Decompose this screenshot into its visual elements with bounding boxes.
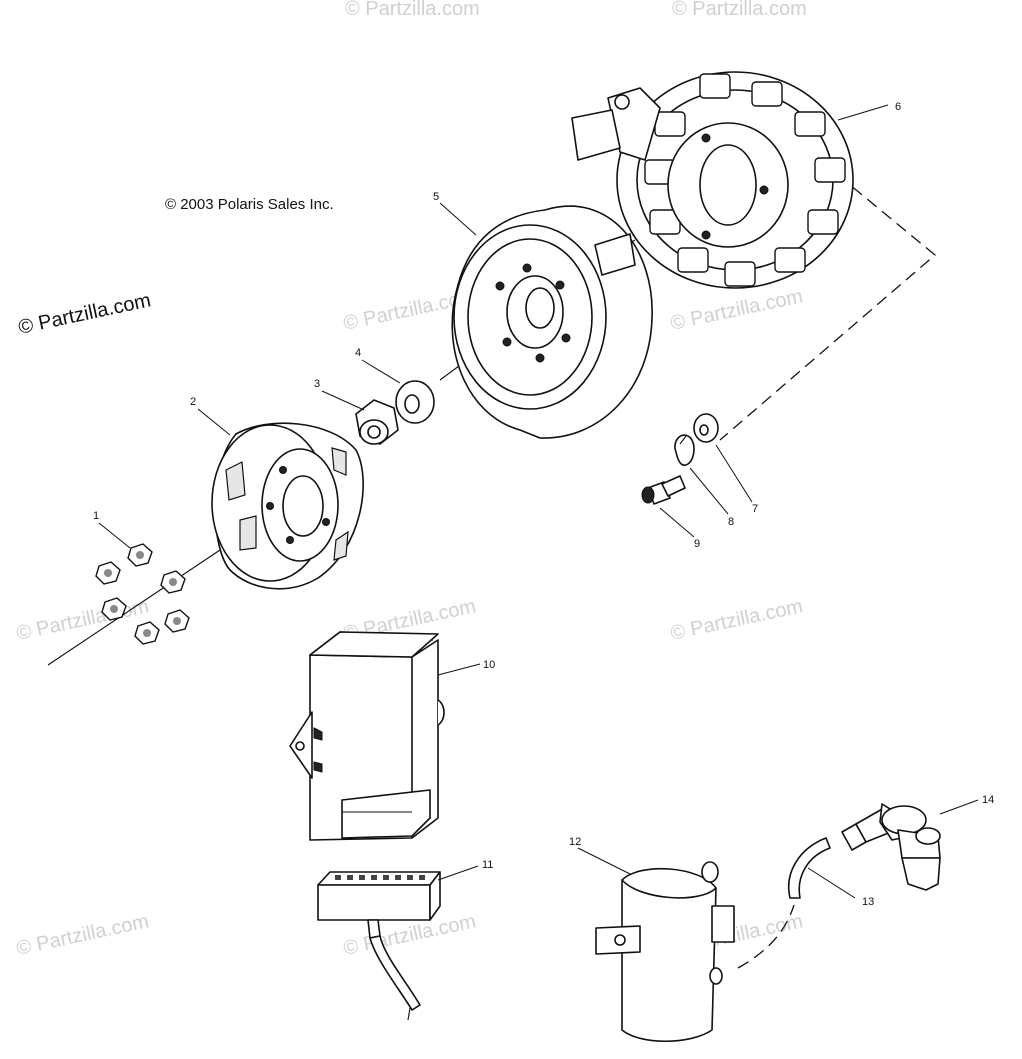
callout-3: 3 xyxy=(314,378,320,390)
lock-washer xyxy=(674,434,695,467)
watermark: © Partzilla.com xyxy=(345,0,480,20)
leader-line xyxy=(689,467,729,515)
watermark: © Partzilla.com xyxy=(668,285,804,335)
leader-line xyxy=(837,104,889,121)
watermark: © Partzilla.com xyxy=(672,0,807,20)
cdi-module xyxy=(289,631,445,841)
callout-9: 9 xyxy=(694,538,700,550)
watermark: © Partzilla.com xyxy=(668,595,804,645)
leader-line xyxy=(197,408,231,436)
spark-plug-cap xyxy=(841,803,941,891)
bolts xyxy=(95,543,190,645)
callout-10: 10 xyxy=(483,659,495,671)
washer xyxy=(395,380,435,424)
stator xyxy=(571,71,854,289)
starter-cup xyxy=(211,422,364,590)
leader-line xyxy=(321,390,365,411)
watermark: © Partzilla.com xyxy=(14,910,150,960)
flat-washer xyxy=(693,413,719,443)
leader-line xyxy=(659,507,695,538)
leader-line xyxy=(807,867,856,899)
callout-8: 8 xyxy=(728,516,734,528)
leader-line xyxy=(98,522,131,549)
screw xyxy=(641,475,686,505)
callout-14: 14 xyxy=(982,794,994,806)
callout-2: 2 xyxy=(190,396,196,408)
leader-line xyxy=(437,663,481,676)
callout-11: 11 xyxy=(482,859,493,871)
leader-line xyxy=(437,865,479,881)
callout-5: 5 xyxy=(433,191,439,203)
leader-line xyxy=(577,847,631,875)
wire-connector xyxy=(317,871,441,1021)
stator-mount-dashed-line xyxy=(719,174,937,441)
leader-line xyxy=(439,202,477,236)
callout-7: 7 xyxy=(752,503,758,515)
leader-line xyxy=(715,444,753,503)
callout-6: 6 xyxy=(895,101,901,113)
nut xyxy=(355,399,399,445)
leader-line xyxy=(361,359,401,384)
callout-12: 12 xyxy=(569,836,581,848)
watermark: © Partzilla.com xyxy=(14,595,150,645)
leader-line xyxy=(939,799,979,815)
copyright-text: © 2003 Polaris Sales Inc. xyxy=(165,196,334,213)
callout-13: 13 xyxy=(862,896,874,908)
ignition-coil xyxy=(595,861,735,1042)
flywheel xyxy=(451,205,653,439)
callout-1: 1 xyxy=(93,510,99,522)
coil-wire-dashed-line xyxy=(737,904,795,969)
callout-4: 4 xyxy=(355,347,361,359)
assembly-axis-line xyxy=(47,529,251,666)
site-watermark-label: © Partzilla.com xyxy=(16,289,152,339)
spark-plug-wire xyxy=(788,837,831,899)
